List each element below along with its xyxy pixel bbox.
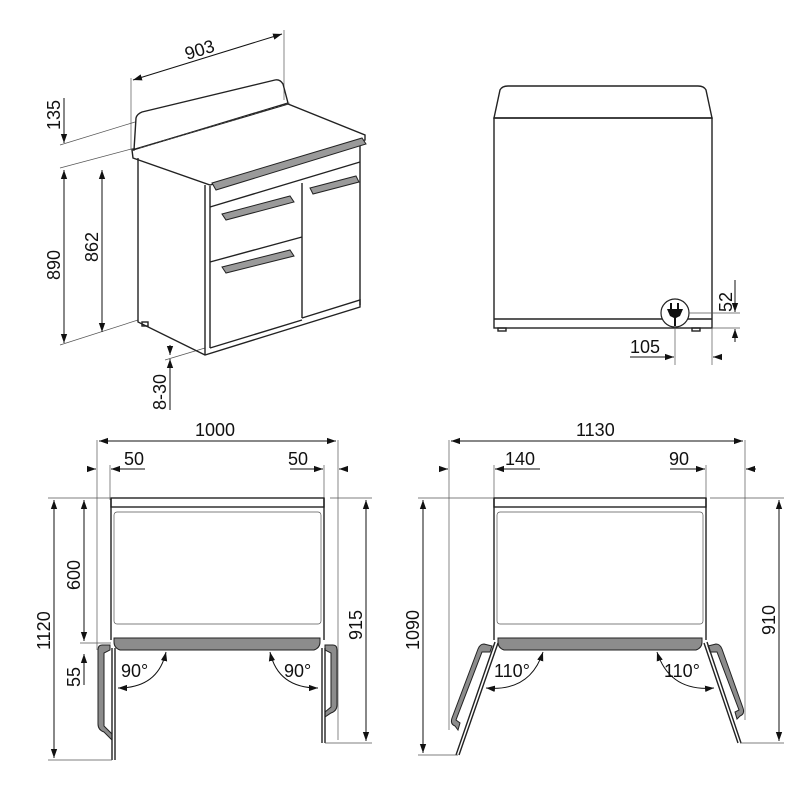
depth-915-label: 915 [346,610,366,640]
depth-55-label: 55 [64,667,84,687]
left-margin-50-label: 50 [124,449,144,469]
width-903-label: 903 [182,36,217,64]
left-angle-110-label: 110° [494,661,530,681]
isometric-cooker-view: 903 135 890 862 8-30 [44,30,367,410]
right-margin-50-label: 50 [288,449,308,469]
height-890-label: 890 [44,250,64,280]
socket-52-label: 52 [716,292,736,312]
right-angle-110-label: 110° [664,661,700,681]
side-view: 52 105 [493,85,740,365]
depth-1120-label: 1120 [34,611,54,650]
right-margin-90-label: 90 [669,449,689,469]
right-angle-90-label: 90° [284,661,311,681]
width-1000-label: 1000 [195,420,235,440]
depth-910-label: 910 [759,605,779,635]
width-1130-label: 1130 [576,420,615,440]
plan-view-110-degrees: 1130 140 90 110° 110° 1090 910 [403,420,784,756]
left-margin-140-label: 140 [505,449,535,469]
socket-105-label: 105 [630,337,660,357]
height-862-label: 862 [82,232,102,262]
backguard-135-label: 135 [44,100,64,130]
depth-1090-label: 1090 [403,610,423,650]
feet-8-30-label: 8-30 [150,374,170,410]
power-plug-icon [660,298,690,328]
plan-view-90-degrees: 1000 50 50 90° 90° 1120 600 55 [34,420,372,761]
left-angle-90-label: 90° [121,661,148,681]
depth-600-label: 600 [64,560,84,590]
